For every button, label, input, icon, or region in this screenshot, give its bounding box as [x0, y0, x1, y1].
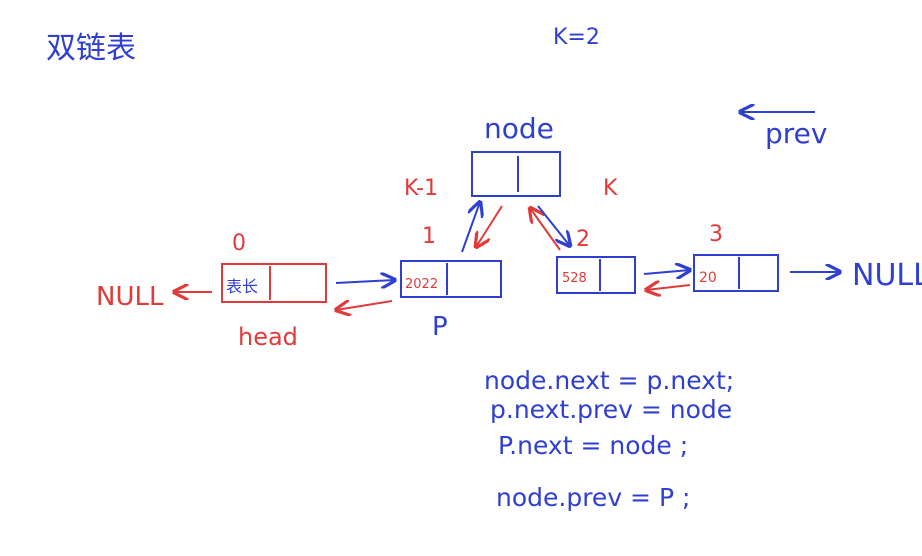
node-1-box — [400, 260, 502, 298]
node-3-box — [693, 254, 779, 292]
node-prev-to-p-arrow — [476, 205, 503, 247]
node-1-value: 2022 — [405, 277, 438, 292]
node-3-value: 20 — [699, 270, 717, 286]
code-line-4: node.prev = P ; — [496, 483, 690, 512]
code-line-2: p.next.prev = node — [490, 395, 732, 424]
inserted-node-box — [471, 151, 561, 197]
index-3: 3 — [709, 222, 723, 247]
p-next-to-node-arrow — [461, 202, 480, 253]
index-1: 1 — [422, 224, 436, 249]
node-3-prev-arrow — [646, 285, 691, 290]
node-2-value: 528 — [562, 271, 587, 286]
null-left-label: NULL — [96, 282, 164, 312]
k-minus-1-label: K-1 — [404, 176, 438, 201]
k-label: K — [603, 176, 618, 201]
code-line-1: node.next = p.next; — [484, 366, 734, 395]
node-next-to-node-2-arrow — [537, 205, 570, 246]
null-right-label: NULL — [852, 258, 922, 293]
title: 双链表 — [46, 31, 136, 66]
node-2-next-arrow — [643, 270, 690, 274]
code-line-3: P.next = node ; — [498, 431, 688, 460]
head-next-arrow — [335, 280, 395, 283]
head-label: head — [238, 323, 298, 351]
node-1-prev-arrow — [336, 301, 393, 310]
prev-label: prev — [765, 117, 827, 150]
p-label: P — [432, 312, 448, 342]
k-equation: K=2 — [553, 25, 600, 50]
index-0: 0 — [232, 231, 246, 256]
head-node-box — [221, 263, 327, 303]
index-2: 2 — [576, 227, 590, 252]
node-2-box — [556, 256, 636, 294]
node-label: node — [484, 112, 554, 145]
head-node-value: 表长 — [226, 277, 258, 296]
